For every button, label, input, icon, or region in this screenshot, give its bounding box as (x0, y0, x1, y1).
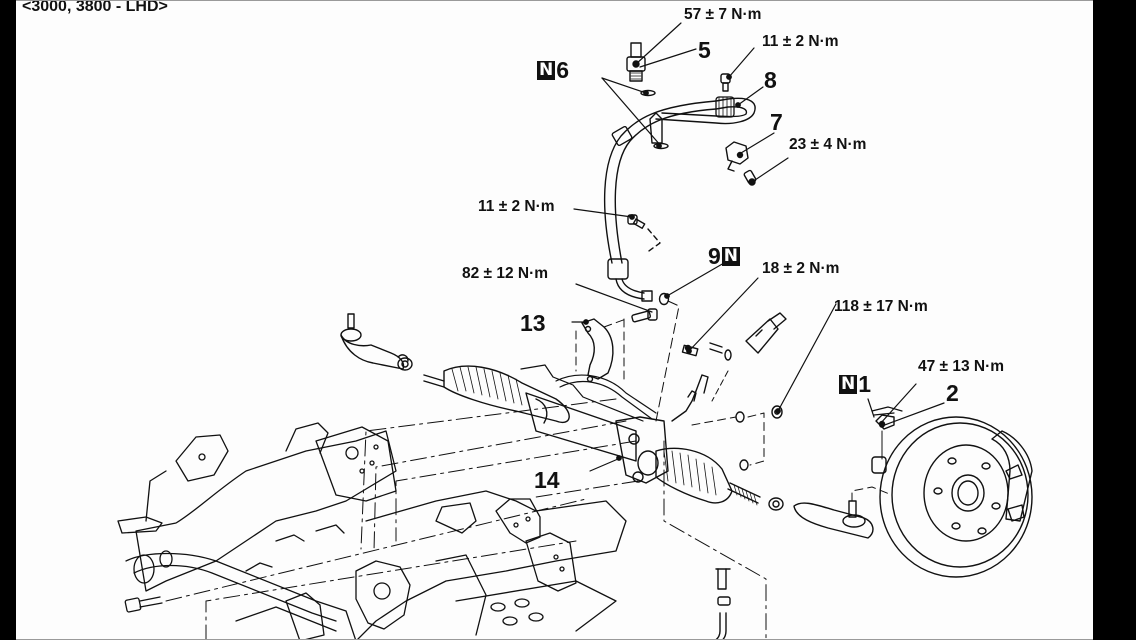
front-suspension-crossmember (117, 422, 627, 639)
callout-part-14: 14 (534, 467, 560, 493)
pressure-tube-lower (715, 568, 731, 639)
assembly-guide-lines (165, 398, 767, 639)
bolt-23 (743, 169, 757, 186)
torque-label-bracket-bolt: 82 ± 12 N·m (462, 265, 549, 282)
exploded-view-drawing (117, 22, 1033, 639)
part-6-gasket-upper (640, 89, 656, 97)
diagram-page: <3000, 3800 - LHD> (16, 0, 1093, 640)
tie-rod-end-left (340, 313, 413, 371)
steering-joint (681, 312, 787, 402)
torque-label-upper-bolt: 11 ± 2 N·m (762, 33, 839, 50)
callout-part-13: 13 (520, 310, 546, 336)
part-14-steering-gear-rack (423, 364, 761, 506)
part-6-gasket-lower (653, 142, 669, 150)
part-7-clamp (725, 141, 749, 172)
new-part-badge: N (721, 246, 741, 266)
callout-part-5: 5 (698, 37, 711, 63)
callout-part-7: 7 (770, 109, 783, 135)
torque-label-part-5: 57 ± 7 N·m (684, 6, 762, 23)
part-5-union-bolt (626, 42, 646, 82)
torque-label-joint-bolt: 18 ± 2 N·m (762, 260, 840, 277)
tie-rod-end-right (768, 486, 893, 539)
rack-mount-washers (691, 405, 783, 471)
callout-part-8: 8 (764, 67, 777, 93)
torque-label-middle-bolt: 11 ± 2 N·m (478, 198, 555, 215)
viewer-right-bar (1093, 0, 1136, 640)
pressure-hose (603, 96, 756, 302)
part-13-clamp-bracket (575, 318, 627, 383)
torque-label-mount-nut: 118 ± 17 N·m (834, 298, 928, 315)
new-part-badge: N (537, 60, 556, 80)
part-9-o-ring (658, 292, 670, 306)
viewer-left-bar (0, 0, 16, 640)
bolt-82 (631, 308, 658, 323)
new-part-badge: N (839, 374, 858, 394)
callout-part-2: 2 (946, 380, 959, 406)
torque-label-clamp-bolt: 23 ± 4 N·m (789, 136, 867, 153)
bolt-middle (627, 214, 661, 254)
front-hub-brake-disc (871, 406, 1033, 578)
torque-label-tie-rod-nut: 47 ± 13 N·m (918, 358, 1005, 375)
leader-lines (571, 22, 945, 472)
diagram-caption: <3000, 3800 - LHD> (22, 0, 168, 15)
